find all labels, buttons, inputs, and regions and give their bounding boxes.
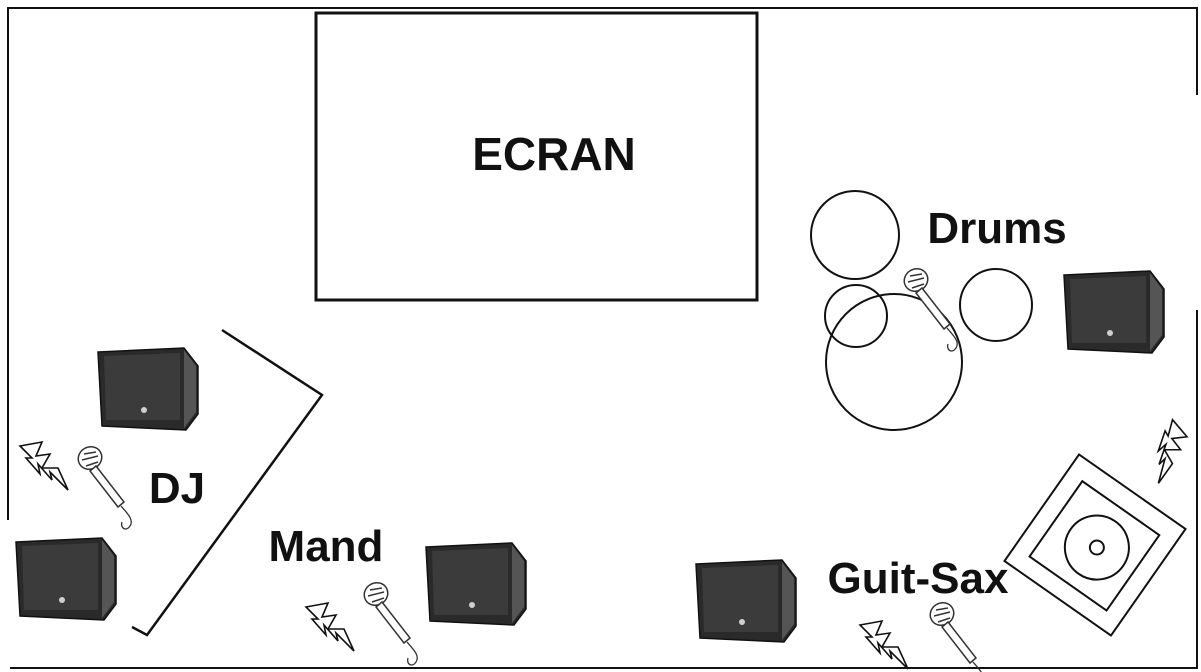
screen-box (314, 11, 759, 302)
drum-kick (825, 293, 963, 431)
drums-label: Drums (927, 204, 1066, 253)
dj-bolt-icon (19, 441, 69, 491)
dj-speaker-bottom-icon (15, 537, 117, 621)
dj-table (131, 328, 324, 637)
stage-outline (7, 7, 1198, 669)
drum-floor-tom (959, 268, 1033, 342)
screen-label: ECRAN (472, 128, 636, 180)
dj-speaker-top-icon (97, 347, 199, 431)
amplifier-icon (1003, 453, 1187, 637)
drum-kit (810, 190, 1033, 431)
drums-speaker-icon (1063, 270, 1165, 354)
drum-tom-1 (810, 190, 900, 280)
right-bolt-icon (1133, 416, 1201, 485)
stage-outline-gap (0, 520, 10, 670)
mand-mic-icon (359, 577, 419, 666)
dj-label: DJ (149, 464, 205, 513)
drums-mic-icon (899, 263, 959, 352)
mand-label: Mand (269, 522, 384, 571)
guit-sax-mic-icon (925, 597, 985, 672)
guit-sax-label: Guit-Sax (828, 554, 1009, 603)
mand-bolt-icon (305, 602, 355, 652)
guit-sax-bolt-icon (859, 620, 909, 670)
stage-outline-gap-right (1193, 95, 1201, 310)
dj-mic-icon (73, 441, 133, 530)
drum-tom-2 (824, 284, 888, 348)
mand-speaker-icon (425, 542, 527, 626)
guit-sax-speaker-icon (695, 559, 797, 643)
